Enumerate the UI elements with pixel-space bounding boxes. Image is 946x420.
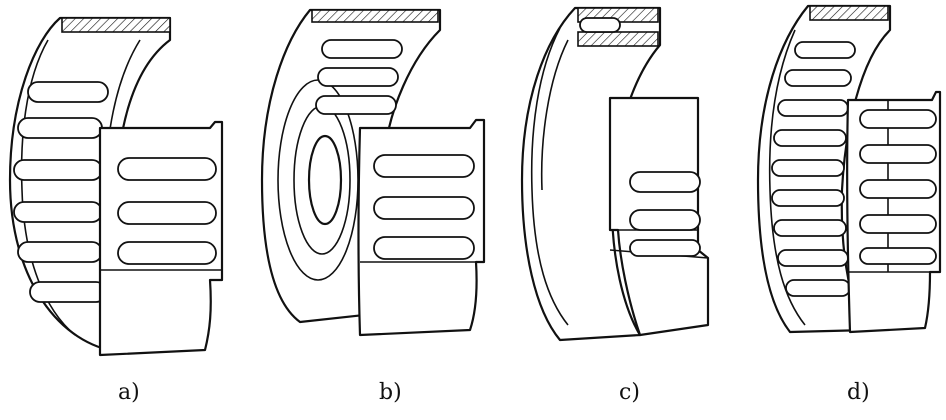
panel-label-d: d): [847, 380, 870, 405]
panel-label-c: c): [619, 380, 640, 405]
bearing-d-drawing: [756, 4, 942, 334]
bearing-b-drawing: [260, 8, 486, 337]
bearing-a-drawing: [8, 16, 224, 357]
panel-label-a: a): [118, 380, 140, 405]
panel-label-b: b): [379, 380, 402, 405]
bearing-c-drawing: [520, 6, 710, 342]
